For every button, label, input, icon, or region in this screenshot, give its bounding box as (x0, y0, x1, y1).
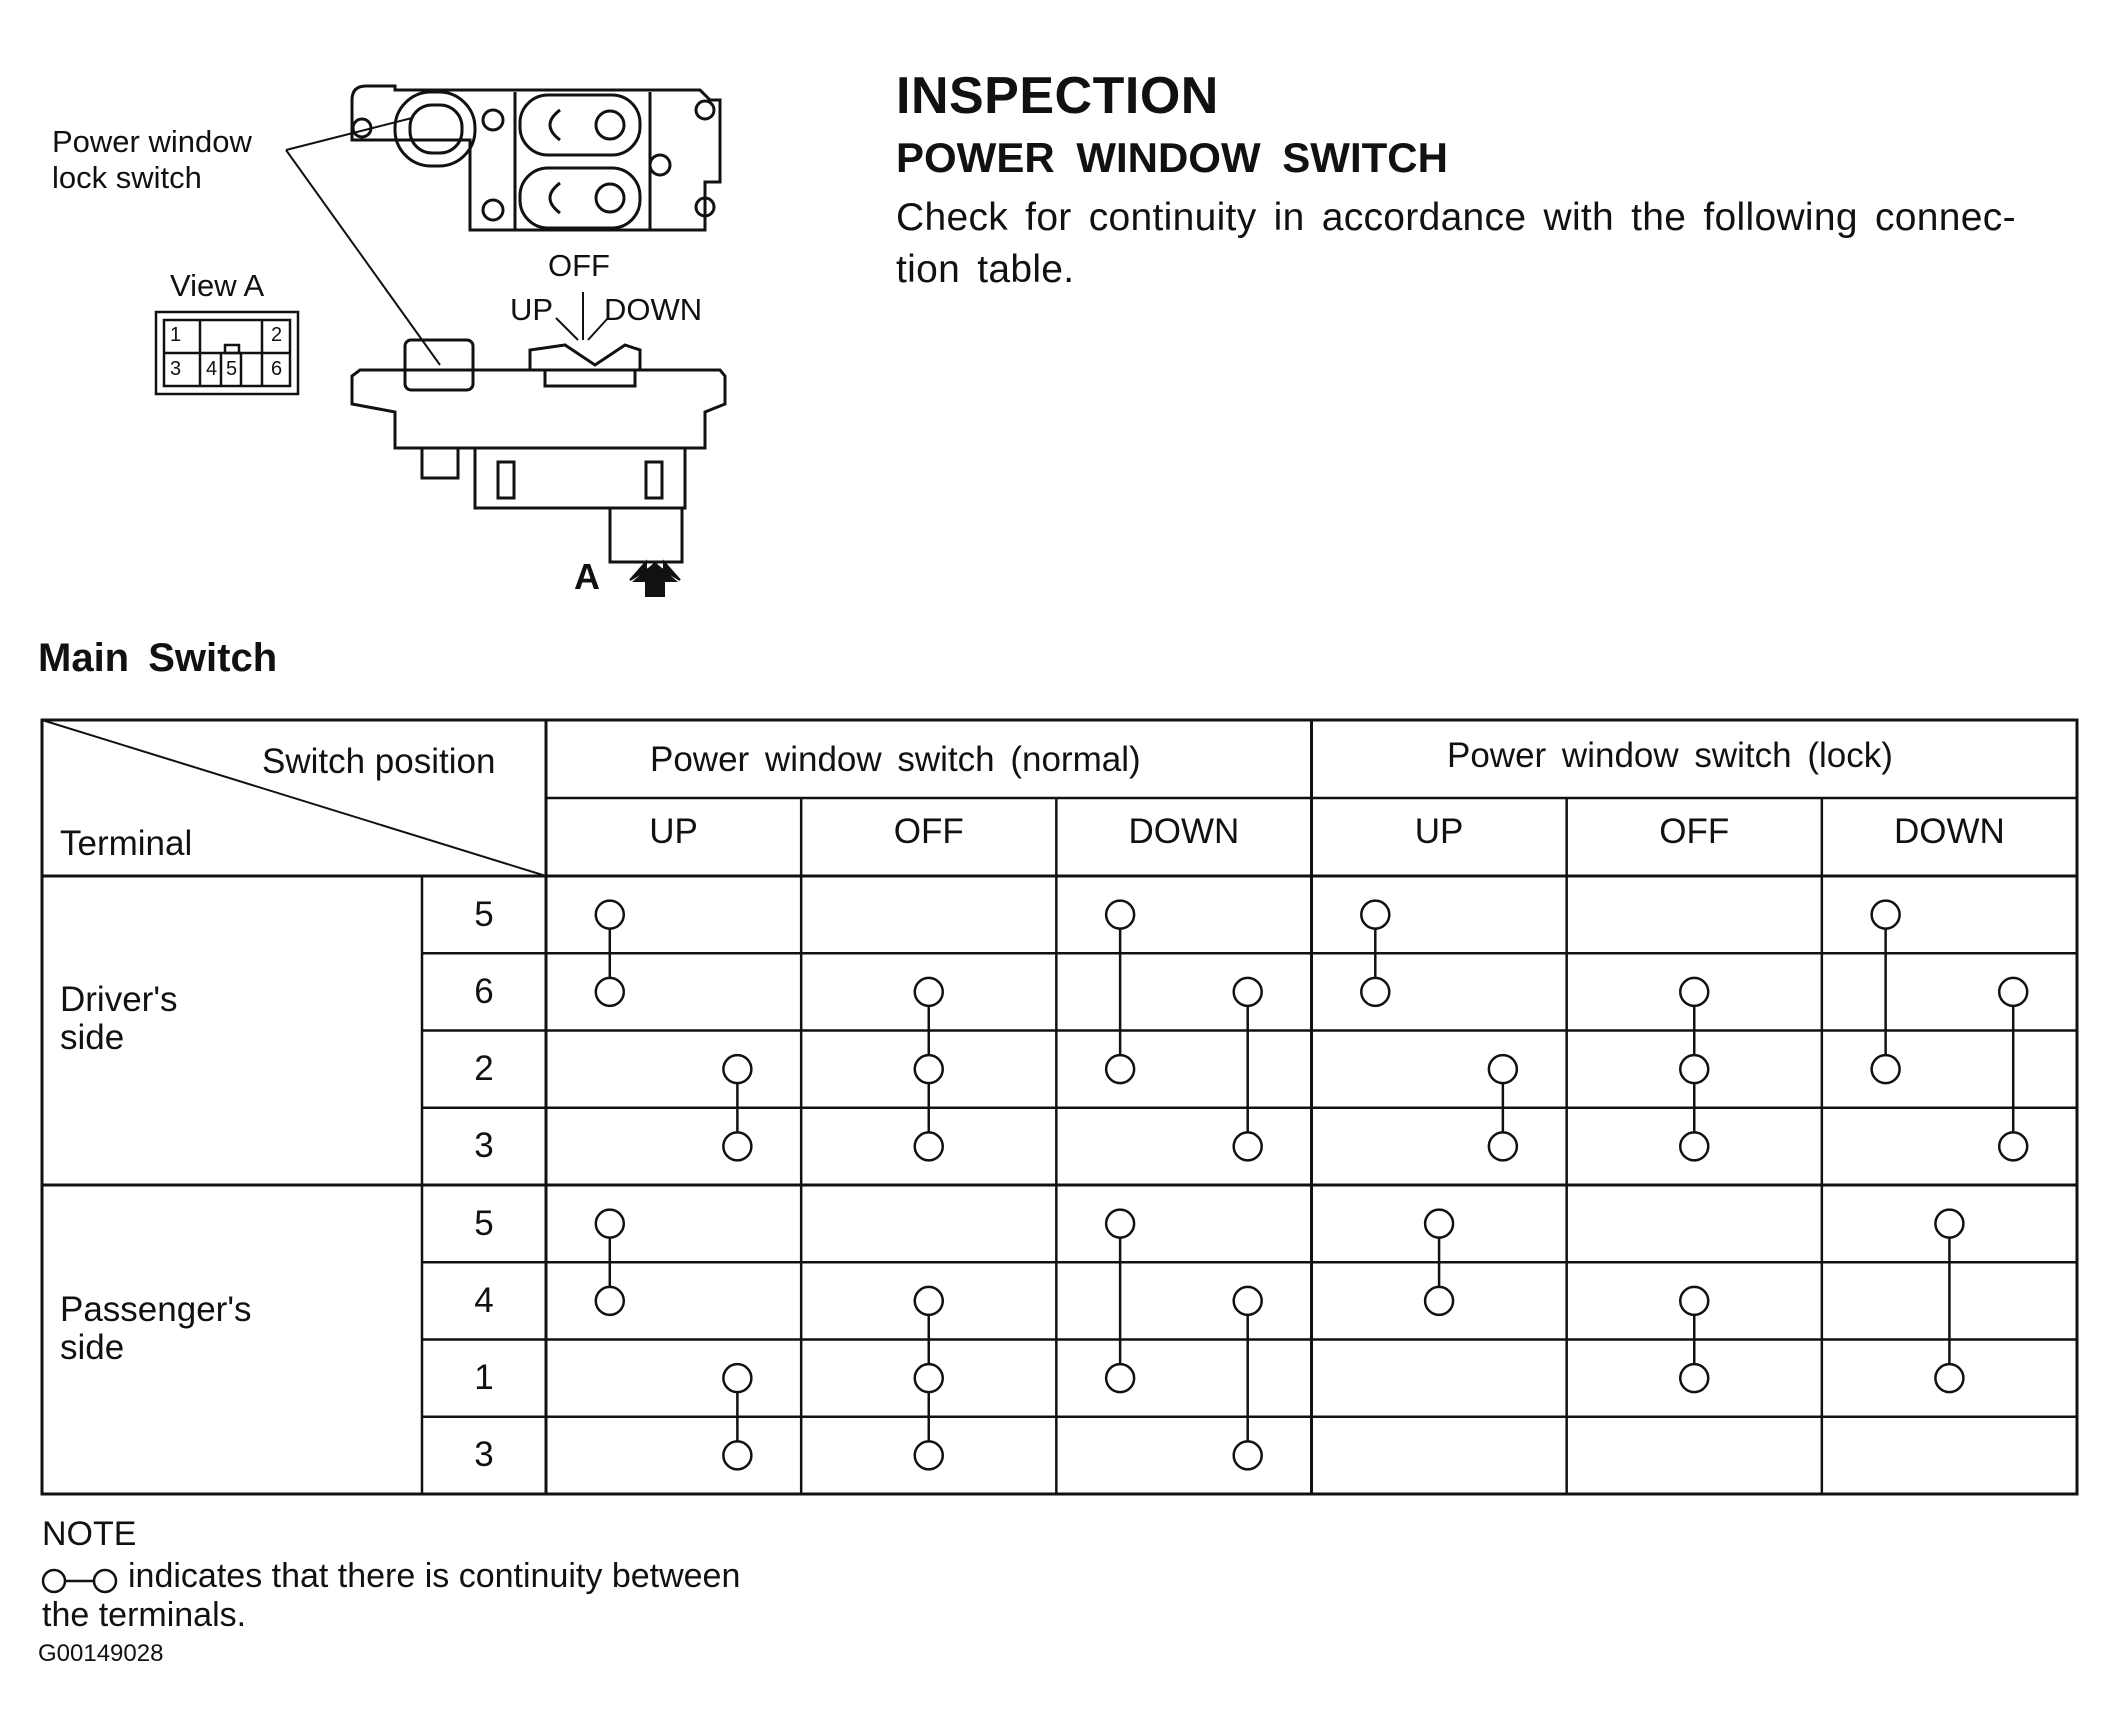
terminal-label: 2 (474, 1049, 494, 1089)
lock-switch-label-2: lock switch (52, 160, 202, 195)
view-a-label: View A (170, 268, 265, 303)
lock-switch-leader (285, 117, 441, 366)
pin-6: 6 (271, 358, 283, 380)
intro-text-line-1: Check for continuity in accordance with … (896, 196, 2016, 239)
pin-1: 1 (170, 324, 182, 346)
position-header-0: UP (649, 812, 698, 851)
figure-code: G00149028 (38, 1640, 164, 1667)
terminal-node (1870, 899, 1901, 930)
down-label: DOWN (604, 292, 703, 327)
inspection-heading: INSPECTION (896, 67, 1219, 125)
terminal-node (1360, 976, 1391, 1008)
terminal-node (913, 1362, 944, 1394)
terminal-node (913, 1131, 944, 1162)
passenger-side-label-2: side (60, 1328, 125, 1367)
pin-5: 5 (226, 358, 238, 380)
position-header-3: UP (1414, 812, 1464, 851)
terminal-node (1104, 1362, 1136, 1394)
terminal-node (1870, 1053, 1901, 1085)
group-header-lock: Power window switch (lock) (1447, 736, 1893, 775)
intro-text-line-2: tion table. (896, 248, 1075, 291)
terminal-node (722, 1131, 753, 1162)
corner-diagonal (41, 719, 547, 877)
terminal-node (1232, 976, 1263, 1008)
pin-3: 3 (170, 358, 182, 380)
note-text-line-2: the terminals. (42, 1596, 247, 1634)
terminal-label: 6 (474, 971, 494, 1011)
terminal-node (913, 1053, 944, 1085)
terminal-node (1934, 1208, 1965, 1239)
terminal-node (1487, 1131, 1519, 1162)
terminal-node (913, 1440, 944, 1471)
pin-4: 4 (206, 358, 218, 380)
view-a-arrowhead (632, 562, 678, 582)
position-header-5: DOWN (1894, 812, 2005, 851)
terminal-node (722, 1362, 753, 1394)
terminal-node (594, 1208, 626, 1239)
terminal-node (722, 1440, 753, 1471)
pin-2: 2 (271, 324, 283, 346)
corner-switch-position: Switch position (262, 742, 496, 781)
terminal-node (594, 1285, 626, 1317)
terminal-node (1104, 899, 1136, 930)
terminal-node (913, 1285, 944, 1317)
terminal-node (1487, 1053, 1519, 1085)
terminal-node (913, 976, 944, 1008)
switch-side-view (350, 338, 727, 564)
terminal-node (594, 899, 626, 930)
position-header-1: OFF (893, 812, 964, 851)
terminal-label: 1 (474, 1358, 494, 1398)
terminal-node (1679, 976, 1710, 1008)
arrow-a-label: A (574, 556, 600, 597)
terminal-node (1679, 1131, 1710, 1162)
main-switch-title: Main Switch (38, 636, 278, 680)
note-title: NOTE (42, 1515, 137, 1553)
passenger-side-label-1: Passenger's (60, 1290, 252, 1329)
terminal-node (1997, 976, 2029, 1008)
note-text-line-1: indicates that there is continuity betwe… (128, 1557, 741, 1595)
terminal-label: 3 (474, 1435, 494, 1475)
group-header-normal: Power window switch (normal) (650, 740, 1141, 779)
terminal-node (594, 976, 626, 1008)
position-header-2: DOWN (1128, 812, 1240, 851)
terminal-node (1679, 1053, 1710, 1085)
terminal-node (722, 1053, 753, 1085)
continuity-table (40, 718, 2079, 1496)
position-header-4: OFF (1659, 812, 1730, 851)
switch-top-view (350, 84, 722, 232)
terminal-label: 3 (474, 1126, 494, 1166)
terminal-label: 5 (474, 894, 494, 934)
terminal-node (1679, 1285, 1710, 1317)
power-window-switch-heading: POWER WINDOW SWITCH (896, 134, 1448, 181)
terminal-node (1232, 1285, 1263, 1317)
terminal-label: 5 (474, 1203, 494, 1243)
terminal-node (1104, 1208, 1136, 1239)
terminal-node (1232, 1131, 1263, 1162)
terminal-node (1934, 1362, 1965, 1394)
terminal-node (1423, 1208, 1455, 1239)
terminal-node (1360, 899, 1391, 930)
terminal-node (1232, 1440, 1263, 1471)
view-a-connector (154, 310, 300, 396)
terminal-node (1997, 1131, 2029, 1162)
view-a-arrow-shaft (647, 580, 663, 594)
terminal-node (1679, 1362, 1710, 1394)
terminal-node (1423, 1285, 1455, 1317)
driver-side-label-1: Driver's (60, 980, 178, 1019)
lock-switch-label-1: Power window (52, 124, 252, 159)
position-pointers (555, 292, 609, 341)
driver-side-label-2: side (60, 1018, 125, 1057)
up-label: UP (510, 292, 554, 327)
off-label: OFF (548, 248, 610, 283)
continuity-symbol-icon (41, 1568, 118, 1594)
corner-terminal: Terminal (60, 824, 193, 863)
terminal-label: 4 (474, 1280, 494, 1320)
terminal-node (1104, 1053, 1136, 1085)
